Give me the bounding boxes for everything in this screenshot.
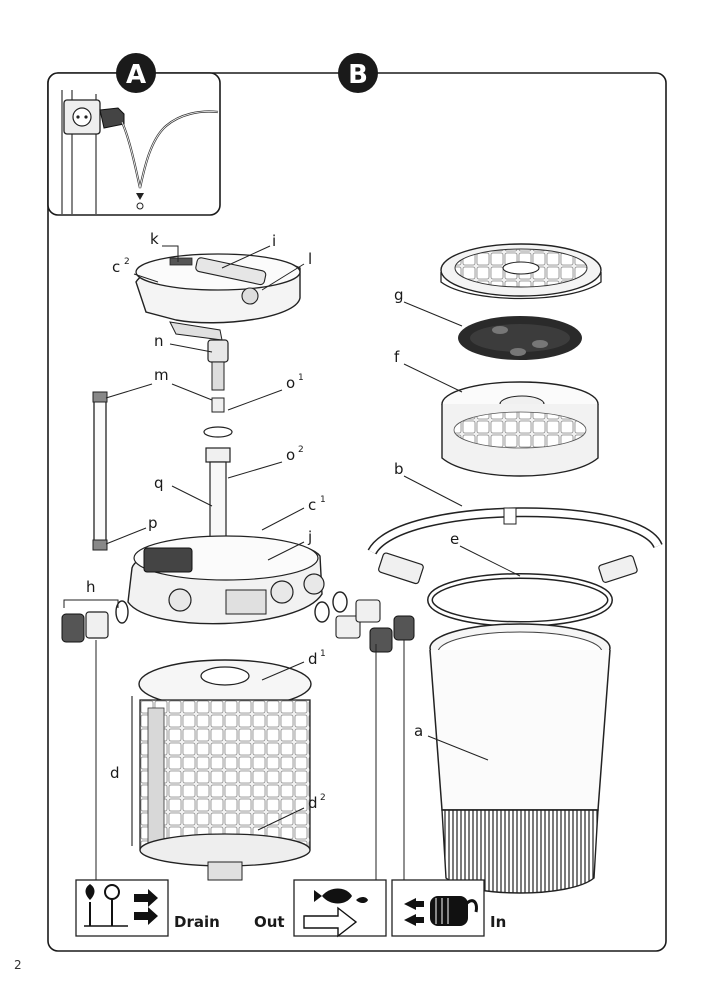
label-d2: d (308, 794, 318, 812)
uv-lamp-m (92, 391, 108, 551)
label-d2-sup: 2 (320, 793, 326, 803)
housing-base-c1 (127, 535, 325, 625)
label-a: a (414, 722, 423, 740)
in-box (391, 879, 485, 937)
outflow-arrow-icon (303, 906, 358, 938)
inset-a (47, 72, 221, 216)
plant-flower-icon (84, 884, 128, 927)
badge-b: B (338, 53, 378, 93)
label-n: n (154, 332, 164, 350)
label-c2-sup: 2 (124, 257, 130, 267)
label-d: d (110, 764, 120, 782)
label-k: k (150, 230, 159, 248)
part-labels: k i c 2 l n m o 1 o 2 q c 1 p j h g f b … (86, 230, 459, 812)
filter-cartridge-d (131, 659, 312, 881)
badge-a: A (116, 53, 156, 93)
outlet-fittings (314, 591, 415, 653)
filter-media-g (458, 316, 582, 360)
clamp-ring-b (367, 507, 663, 585)
in-label: In (490, 913, 506, 931)
lid-c2 (135, 253, 301, 341)
drain-box (75, 879, 169, 937)
label-c2: c (112, 258, 120, 276)
water-drop-icon (136, 193, 144, 200)
fish-icon (314, 888, 368, 904)
out-box (293, 879, 387, 938)
intake-pump-icon (430, 896, 478, 926)
label-p: p (148, 514, 158, 532)
label-m: m (154, 366, 169, 384)
drain-arrows-icon (134, 889, 158, 925)
label-d1-sup: 1 (320, 649, 326, 659)
filter-basket-f (441, 381, 599, 477)
uv-pipe-assembly (203, 339, 233, 559)
label-b: b (394, 460, 404, 478)
label-j: j (307, 528, 312, 546)
badge-b-label: B (348, 60, 368, 90)
inflow-arrows-icon (404, 898, 424, 926)
drain-label: Drain (174, 913, 220, 931)
container-a (429, 623, 611, 894)
label-c1: c (308, 496, 316, 514)
label-g: g (394, 286, 404, 304)
badge-a-label: A (126, 60, 146, 90)
page-number: 2 (14, 958, 22, 972)
label-e: e (450, 530, 459, 548)
label-h: h (86, 578, 96, 596)
label-f: f (394, 348, 400, 366)
leader-lines (63, 245, 521, 880)
label-d1: d (308, 650, 318, 668)
hose-connectors-h (61, 600, 129, 643)
cover-grid (440, 243, 602, 300)
label-o2: o (286, 446, 295, 464)
label-o1: o (286, 374, 295, 392)
o-ring-e (427, 573, 613, 627)
label-o2-sup: 2 (298, 445, 304, 455)
out-label: Out (254, 913, 285, 931)
label-o1-sup: 1 (298, 373, 304, 383)
label-l: l (308, 250, 312, 268)
label-c1-sup: 1 (320, 495, 326, 505)
label-q: q (154, 474, 164, 492)
plug-icon (99, 107, 125, 129)
label-i: i (272, 232, 276, 250)
